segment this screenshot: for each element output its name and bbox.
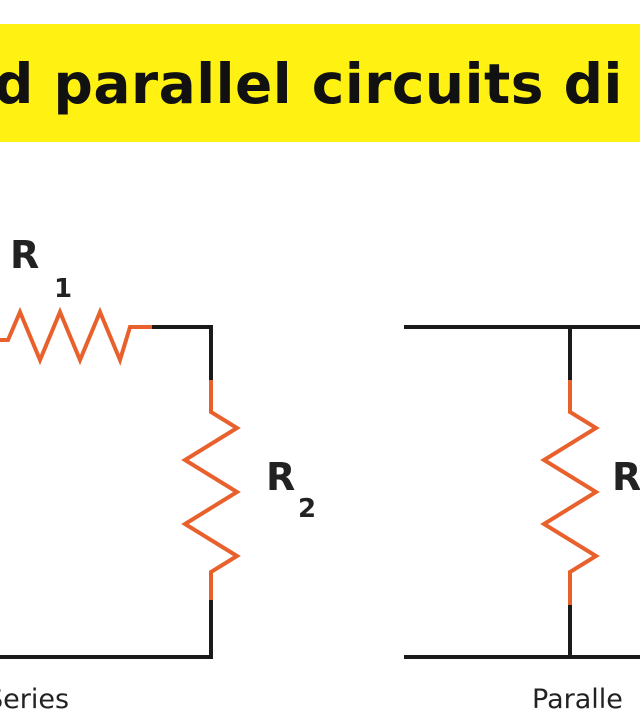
series-caption: Series <box>0 684 70 715</box>
circuit-svg <box>0 306 640 659</box>
parallel-r1-label: R <box>612 455 640 499</box>
series-wire-bottom <box>0 600 213 659</box>
title-banner: d parallel circuits di <box>0 24 640 142</box>
series-r1-label: R <box>10 233 40 277</box>
parallel-caption: Paralle <box>532 684 623 715</box>
series-r1-subscript: 1 <box>54 274 73 304</box>
series-resistor-r2 <box>181 380 241 600</box>
series-resistor-r1 <box>0 306 152 366</box>
page-title: d parallel circuits di <box>0 52 623 116</box>
series-r2-label: R <box>266 455 296 499</box>
circuit-diagram: R 1 R 2 Series R Paralle <box>0 142 640 720</box>
parallel-circuit <box>404 325 640 659</box>
parallel-resistor-r1 <box>540 380 600 605</box>
top-bar <box>0 0 640 24</box>
series-wire-top-right <box>152 325 213 380</box>
series-circuit <box>0 306 241 659</box>
series-r2-subscript: 2 <box>298 494 317 524</box>
